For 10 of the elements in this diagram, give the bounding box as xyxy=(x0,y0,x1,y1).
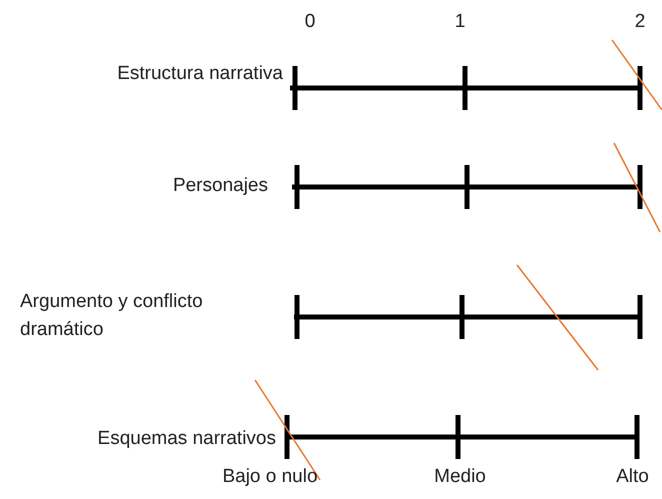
criterion-label: Argumento y conflicto dramático xyxy=(20,290,204,342)
scale-value: 1 xyxy=(454,10,466,34)
scale-level-label: Alto xyxy=(615,465,650,489)
scale-value: 2 xyxy=(634,10,646,34)
scale-level-label: Medio xyxy=(433,465,487,489)
scale-level-label: Bajo o nulo xyxy=(221,465,319,489)
criterion-label: Estructura narrativa xyxy=(116,62,283,86)
criterion-label: Esquemas narrativos xyxy=(96,427,276,451)
scale-value: 0 xyxy=(304,10,316,34)
criterion-label: Personajes xyxy=(172,174,268,198)
